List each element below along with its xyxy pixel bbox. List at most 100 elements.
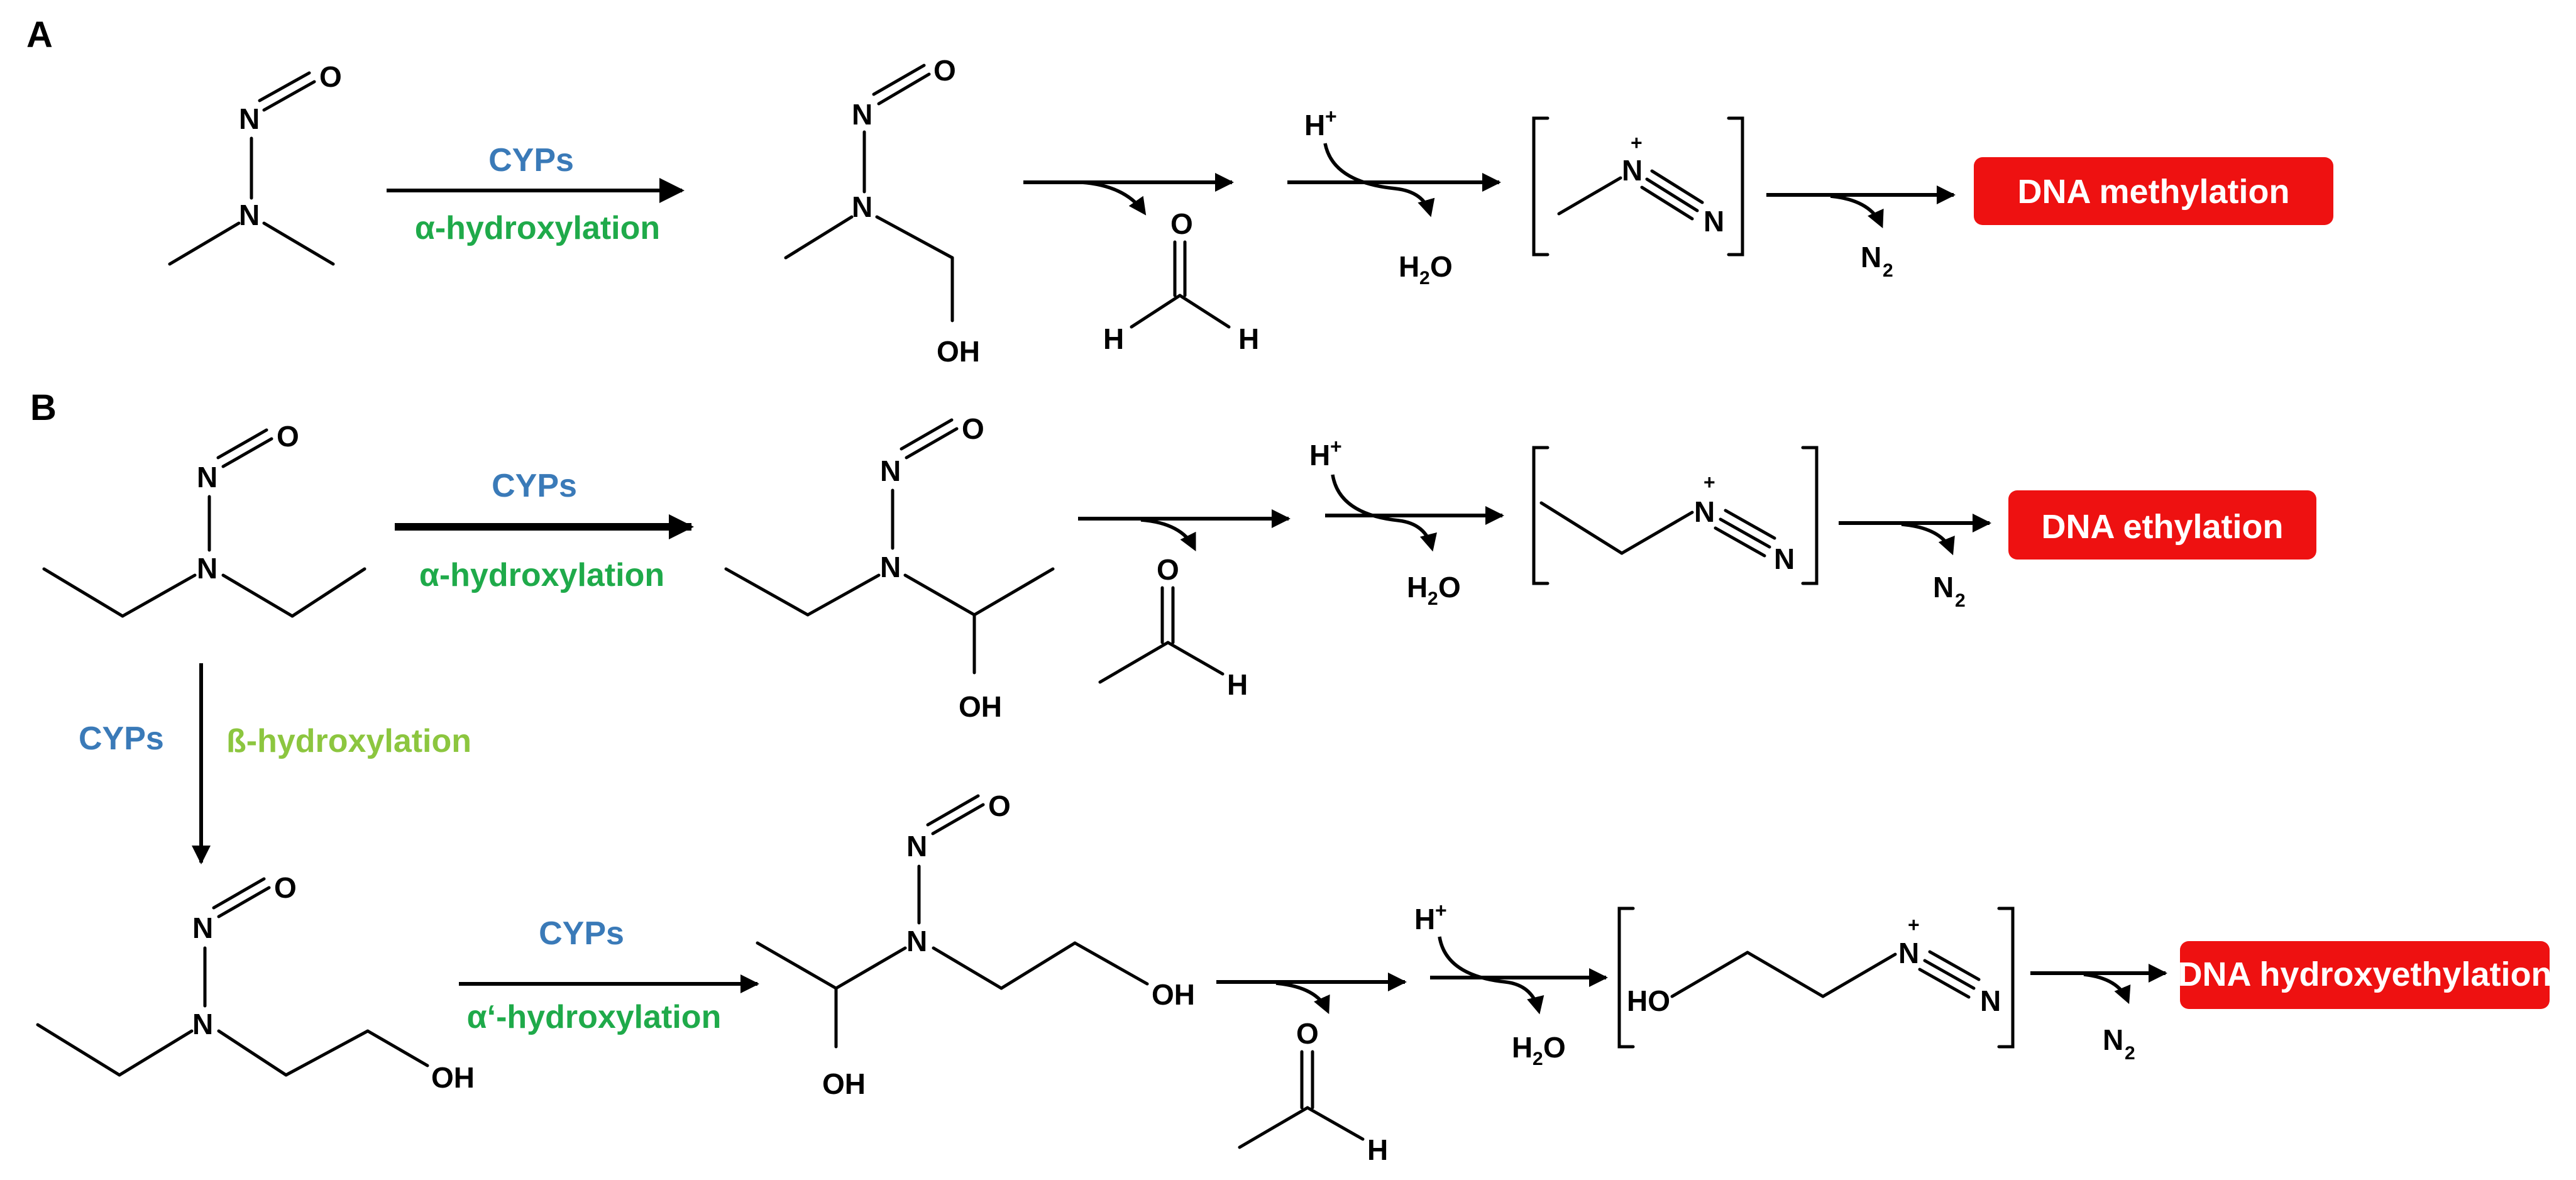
- n2-loss-curve-arrow: [1830, 194, 1884, 229]
- dna-methylation-label: DNA methylation: [2017, 173, 2289, 211]
- acetaldehyde-molecule-2: O H: [1238, 1017, 1388, 1166]
- atom-n: N: [197, 461, 217, 494]
- reaction-label: α-hydroxylation: [415, 210, 660, 246]
- reaction-label-beta: ß-hydroxylation: [226, 723, 471, 759]
- beta-hydroxy-ndea: N N O OH: [36, 871, 475, 1094]
- proton-label-b: H: [1309, 439, 1330, 471]
- enzyme-label-alpha: CYPs: [492, 468, 577, 504]
- enzyme-label: CYPs: [488, 142, 574, 179]
- atom-oh: OH: [1152, 978, 1195, 1011]
- proton-label-b2: H: [1414, 903, 1435, 935]
- atom-n: N: [880, 455, 901, 487]
- release-curve-arrow-b2: [1275, 981, 1330, 1015]
- atom-n: N: [1622, 154, 1643, 187]
- acetaldehyde-molecule: O H: [1098, 553, 1248, 701]
- atom-h: H: [1367, 1133, 1388, 1166]
- atom-oh: OH: [937, 335, 980, 368]
- atom-o: O: [962, 412, 984, 445]
- alpha-hydroxy-ndea: N N O OH: [724, 412, 1055, 723]
- atom-o: O: [933, 54, 956, 87]
- water-label-b: H 2 O: [1407, 571, 1461, 609]
- ndea-molecule: N N O: [42, 420, 366, 618]
- dna-ethylation-label: DNA ethylation: [2041, 508, 2283, 546]
- charge-plus: +: [1704, 471, 1715, 494]
- proton-charge-b2: +: [1435, 899, 1447, 922]
- atom-n: N: [880, 551, 901, 583]
- water-loss-curve-arrow: [1323, 143, 1435, 218]
- enzyme-label-beta: CYPs: [79, 720, 164, 757]
- alpha-prime-hydroxy-product: N N O OH OH: [756, 790, 1195, 1100]
- hydroxymethyl-nitrosamine: N N O OH: [784, 54, 980, 368]
- water-loss-curve-arrow-b2: [1438, 936, 1544, 1015]
- svg-text:O: O: [1543, 1031, 1566, 1064]
- dna-methylation-badge: [1974, 157, 2333, 225]
- reaction-label-alpha-prime: α‘-hydroxylation: [467, 999, 722, 1035]
- atom-h: H: [1238, 323, 1259, 355]
- panel-b-label: B: [30, 387, 57, 428]
- atom-o: O: [1296, 1017, 1319, 1050]
- atom-h: H: [1103, 323, 1124, 355]
- atom-o: O: [1157, 553, 1179, 586]
- atom-n: N: [239, 199, 260, 231]
- atom-o: O: [988, 790, 1011, 822]
- atom-n: N: [906, 925, 927, 957]
- atom-o: O: [1170, 207, 1193, 240]
- atom-n: N: [192, 912, 213, 944]
- atom-ho: HO: [1627, 984, 1670, 1017]
- svg-text:H: H: [1512, 1031, 1533, 1064]
- release-curve-arrow-b: [1140, 518, 1196, 552]
- atom-n: N: [1898, 937, 1919, 969]
- release-curve-arrow: [1081, 180, 1147, 216]
- atom-n: N: [852, 190, 872, 223]
- atom-n: N: [192, 1008, 213, 1040]
- nitrogen-label-b2: N 2: [2103, 1023, 2135, 1064]
- charge-plus: +: [1908, 913, 1920, 936]
- proton-charge-b: +: [1330, 435, 1342, 458]
- dna-hydroxyethylation-badge: [2180, 941, 2550, 1009]
- atom-oh: OH: [959, 690, 1002, 723]
- panel-a-label: A: [26, 14, 53, 55]
- atom-h: H: [1227, 668, 1248, 701]
- atom-n: N: [1774, 543, 1795, 575]
- svg-text:2: 2: [1883, 260, 1893, 281]
- charge-plus: +: [1631, 131, 1643, 154]
- dna-hydroxyethylation-label: DNA hydroxyethylation: [2177, 956, 2551, 993]
- atom-o: O: [274, 871, 297, 904]
- nitrogen-label-b: N 2: [1933, 571, 1966, 611]
- proton-label: H: [1304, 109, 1325, 141]
- atom-o: O: [277, 420, 299, 453]
- formaldehyde-molecule: O H H: [1103, 207, 1259, 355]
- svg-text:2: 2: [2125, 1043, 2135, 1064]
- atom-oh: OH: [431, 1061, 475, 1094]
- atom-n: N: [1704, 205, 1724, 238]
- ethyldiazonium-ion: N + N: [1532, 446, 1819, 585]
- proton-charge: +: [1325, 105, 1337, 128]
- methyldiazonium-ion: N + N: [1532, 116, 1744, 256]
- atom-n: N: [197, 552, 217, 585]
- water-loss-curve-arrow-b: [1331, 474, 1437, 552]
- reaction-label-alpha: α-hydroxylation: [419, 557, 664, 593]
- dna-ethylation-badge: [2008, 490, 2316, 560]
- svg-text:2: 2: [1955, 590, 1966, 611]
- atom-n: N: [239, 102, 260, 135]
- svg-text:O: O: [1430, 250, 1453, 283]
- atom-n: N: [1694, 495, 1715, 528]
- atom-n: N: [1980, 984, 2001, 1017]
- svg-text:2: 2: [1533, 1049, 1543, 1069]
- svg-text:N: N: [1861, 241, 1881, 273]
- svg-text:N: N: [2103, 1023, 2123, 1056]
- water-label: H 2 O: [1399, 250, 1453, 289]
- atom-n: N: [906, 830, 927, 863]
- svg-text:N: N: [1933, 571, 1954, 604]
- n2-loss-curve-arrow-b2: [2083, 973, 2131, 1005]
- enzyme-label-alpha-prime: CYPs: [539, 915, 624, 952]
- atom-o: O: [319, 60, 342, 93]
- atom-oh: OH: [822, 1067, 866, 1100]
- hydroxyethyldiazonium-ion: HO N + N: [1617, 907, 2015, 1049]
- n2-loss-curve-arrow-b: [1901, 522, 1955, 556]
- svg-text:2: 2: [1428, 588, 1438, 609]
- ndma-molecule: N N O: [168, 60, 342, 266]
- svg-text:O: O: [1438, 571, 1461, 604]
